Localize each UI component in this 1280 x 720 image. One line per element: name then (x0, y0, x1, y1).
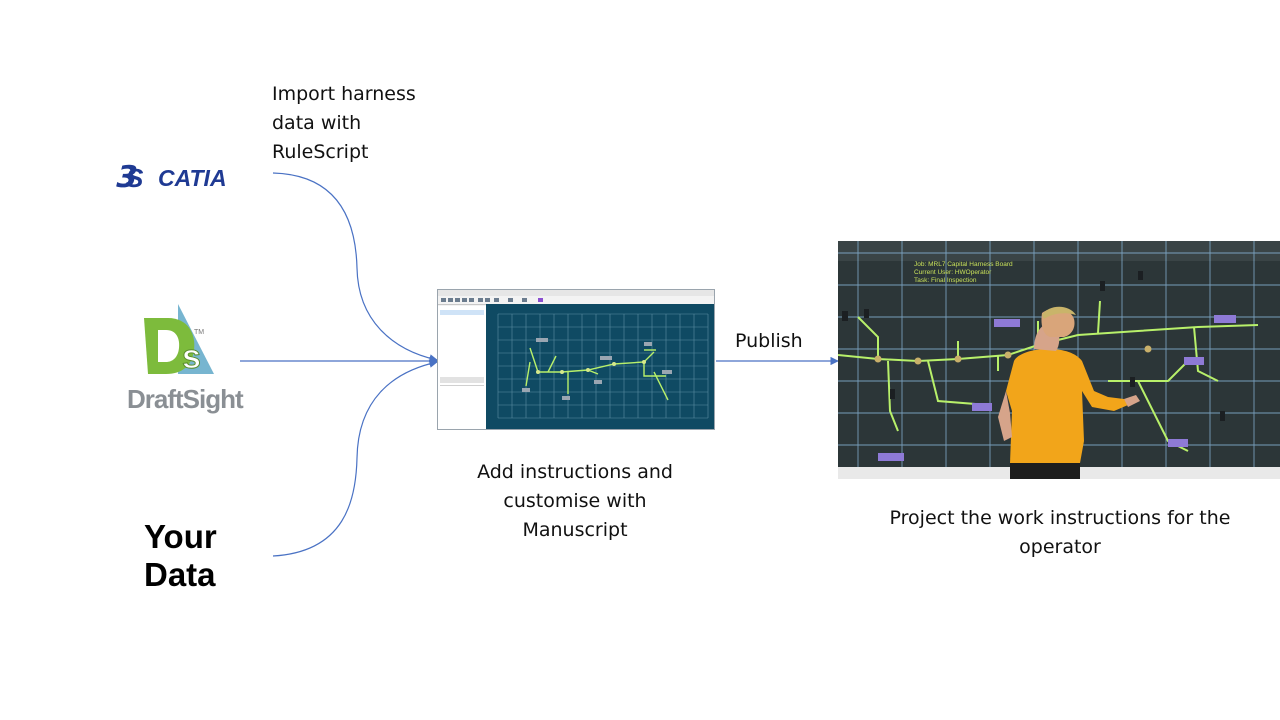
catia-logo: 𝟯 S CATIA (112, 150, 252, 194)
publish-label: Publish (735, 330, 803, 352)
svg-text:s: s (182, 338, 201, 376)
add-caption-line3: Manuscript (522, 519, 628, 541)
projection-photo: Job: MRL7 Capital Harness Board Current … (838, 241, 1280, 479)
your-data-label: Your Data (144, 518, 217, 594)
your-data-line1: Your (144, 518, 217, 555)
import-caption: Import harness data with RuleScript (272, 80, 472, 167)
project-caption: Project the work instructions for the op… (860, 504, 1260, 562)
svg-text:S: S (126, 163, 144, 192)
svg-text:𝟯: 𝟯 (114, 161, 137, 192)
project-caption-line1: Project the work instructions for the (889, 507, 1231, 529)
projection-overlay: Job: MRL7 Capital Harness Board Current … (914, 261, 1013, 284)
manuscript-app-icon (438, 290, 714, 429)
import-caption-line1: Import harness (272, 83, 416, 105)
project-caption-line2: operator (1019, 536, 1101, 558)
projection-photo-image: Job: MRL7 Capital Harness Board Current … (838, 241, 1280, 479)
draftsight-logo-text: DraftSight (127, 384, 244, 414)
add-instructions-caption: Add instructions and customise with Manu… (460, 458, 690, 545)
overlay-line1: Job: MRL7 Capital Harness Board (914, 261, 1013, 268)
import-caption-line3: RuleScript (272, 141, 369, 163)
overlay-line3: Task: Final Inspection (914, 277, 977, 284)
draftsight-trademark: TM (194, 329, 204, 336)
import-caption-line2: data with (272, 112, 362, 134)
add-caption-line2: customise with (503, 490, 647, 512)
operator-figure (998, 306, 1140, 479)
catia-logo-text: CATIA (158, 165, 227, 191)
your-data-line2: Data (144, 556, 216, 593)
overlay-line2: Current User: HWOperator (914, 269, 992, 276)
draftsight-logo-icon: s TM DraftSight (127, 304, 245, 414)
connector-catia (272, 172, 438, 363)
catia-logo-icon: 𝟯 S CATIA (114, 161, 227, 194)
manuscript-app-screenshot (437, 289, 715, 430)
add-caption-line1: Add instructions and (477, 461, 673, 483)
draftsight-logo: s TM DraftSight (122, 300, 246, 418)
connector-your-data (272, 359, 438, 557)
